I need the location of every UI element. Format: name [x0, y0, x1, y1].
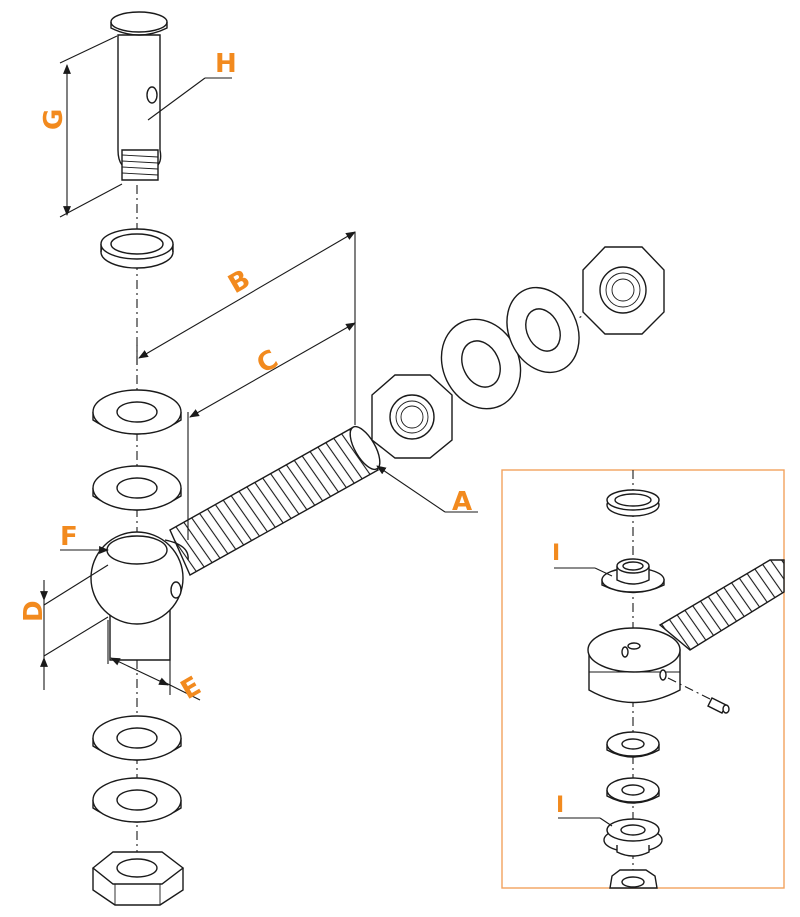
- dimension-e: [107, 620, 201, 701]
- label-h: H: [215, 49, 237, 79]
- label-c: C: [252, 344, 284, 380]
- upper-washer-1: [92, 389, 182, 435]
- cap-washer: [100, 228, 174, 269]
- label-a: A: [452, 487, 472, 517]
- pin-part: [110, 11, 168, 181]
- label-d: D: [19, 600, 49, 622]
- lower-washer-2: [92, 777, 182, 823]
- lower-washer-1: [92, 715, 182, 761]
- label-e: E: [176, 671, 206, 706]
- dimension-g: [59, 35, 123, 218]
- dimension-d: [40, 564, 109, 690]
- inset-detail: I I: [501, 469, 785, 889]
- thread-hex-nut-2: [582, 246, 665, 335]
- upper-washer-2: [92, 465, 182, 511]
- thread-hex-nut-1: [371, 374, 453, 459]
- label-i-upper: I: [552, 541, 560, 566]
- thread-washer-1: [440, 318, 522, 410]
- label-b: B: [223, 264, 255, 300]
- leader-h: [147, 77, 232, 121]
- dimension-a-leader: [376, 465, 478, 513]
- label-g: G: [39, 109, 69, 130]
- threaded-shank: [169, 425, 381, 576]
- dimension-c: [187, 322, 356, 540]
- eye-ball: [90, 531, 189, 661]
- label-f: F: [60, 522, 78, 552]
- label-i-lower: I: [556, 793, 564, 818]
- dimension-b: [136, 231, 356, 425]
- lower-hex-nut: [91, 851, 185, 906]
- thread-washer-2: [506, 286, 580, 374]
